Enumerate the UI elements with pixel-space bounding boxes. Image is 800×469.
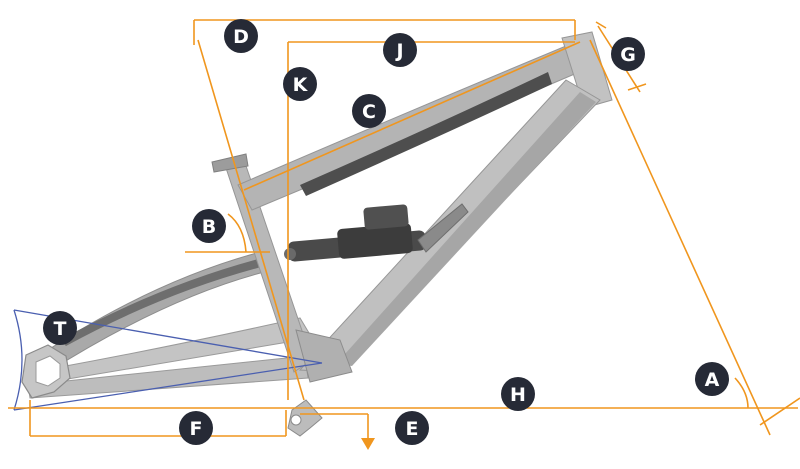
label-h: H xyxy=(510,384,526,406)
label-b: B xyxy=(202,216,216,238)
label-badge-k: K xyxy=(283,67,317,101)
dropout-cutout xyxy=(35,355,61,387)
label-d: D xyxy=(233,26,249,48)
main-pivot-link xyxy=(295,329,353,383)
dimension-lines xyxy=(8,19,800,440)
label-g: G xyxy=(620,44,636,66)
label-k: K xyxy=(293,74,309,96)
label-badge-e: E xyxy=(395,411,429,445)
seatstay-dark-panel xyxy=(60,258,265,346)
bb-drop-arrow xyxy=(361,438,375,450)
seat-clamp xyxy=(211,153,249,173)
down-tube-shade xyxy=(336,92,596,366)
label-f: F xyxy=(190,418,203,440)
top-tube-graphic xyxy=(300,72,552,196)
label-t: T xyxy=(54,318,67,340)
label-e: E xyxy=(406,418,419,440)
label-badge-h: H xyxy=(501,377,535,411)
shock-mount xyxy=(417,203,469,253)
bike-frame xyxy=(21,31,613,437)
label-c: C xyxy=(362,101,376,123)
chain-guide-tab xyxy=(287,399,323,437)
label-badge-t: T xyxy=(43,311,77,345)
label-badge-d: D xyxy=(224,19,258,53)
label-badge-j: J xyxy=(383,33,417,67)
rear-shock xyxy=(284,204,438,262)
label-badge-c: C xyxy=(352,94,386,128)
label-badge-b: B xyxy=(192,209,226,243)
label-a: A xyxy=(705,369,720,391)
label-badge-g: G xyxy=(611,37,645,71)
head-tube xyxy=(561,31,613,109)
label-j: J xyxy=(394,40,403,62)
label-badge-a: A xyxy=(695,362,729,396)
label-badge-f: F xyxy=(179,411,213,445)
